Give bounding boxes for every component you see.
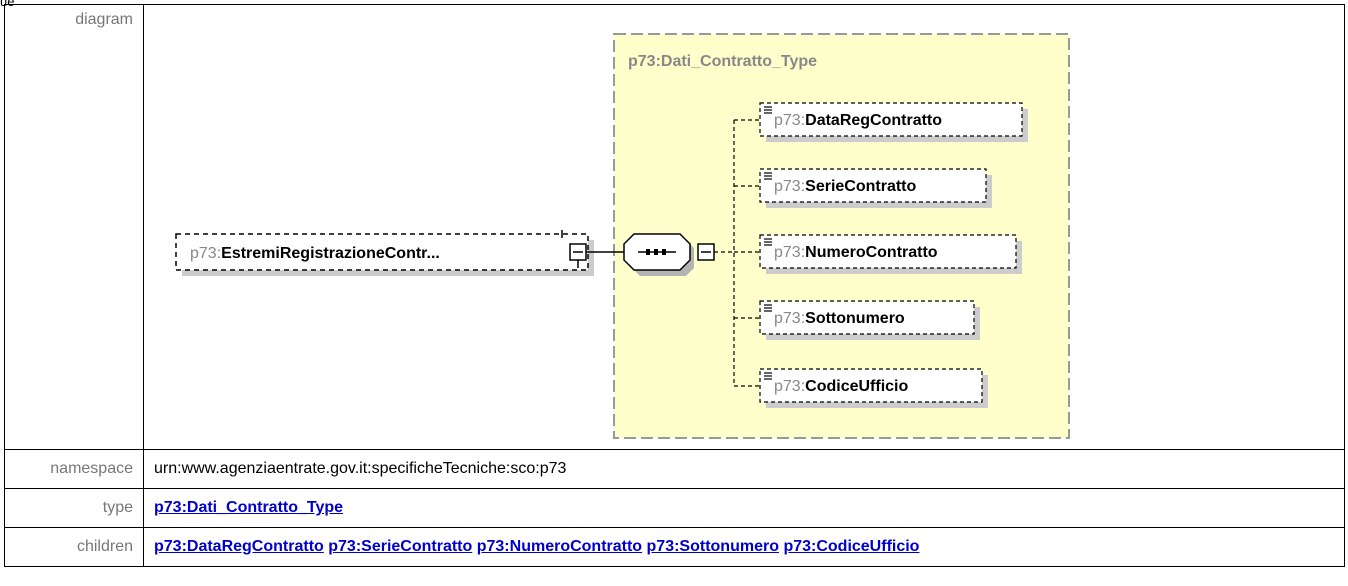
type-link[interactable]: p73:Dati_Contratto_Type	[154, 499, 344, 516]
child-box[interactable]	[759, 167, 987, 203]
child-link[interactable]: p73:Sottonumero	[646, 538, 779, 555]
child-box[interactable]	[759, 299, 975, 335]
child-prefix: p73:	[774, 310, 805, 327]
schema-diagram: p73:Dati_Contratto_Type p73:EstremiRegis…	[175, 32, 1070, 439]
sequence-dot-2	[654, 248, 658, 255]
children-label: children	[4, 527, 144, 567]
child-label[interactable]: p73:DataRegContratto	[774, 112, 942, 129]
child-element-codiceufficio[interactable]: p73:CodiceUfficio	[759, 367, 988, 408]
root-element-box[interactable]	[175, 232, 589, 271]
child-label[interactable]: p73:Sottonumero	[774, 310, 905, 327]
sequence-dot-3	[662, 248, 666, 255]
child-label[interactable]: p73:SerieContratto	[774, 178, 916, 195]
diagram-cell: p73:Dati_Contratto_Type p73:EstremiRegis…	[143, 4, 1345, 450]
doc-lines-icon	[764, 303, 772, 312]
child-name: CodiceUfficio	[805, 378, 908, 395]
doc-lines-icon	[764, 105, 772, 114]
child-box[interactable]	[759, 233, 1017, 269]
type-row: type p73:Dati_Contratto_Type	[4, 488, 1345, 528]
child-connectors	[714, 118, 760, 387]
namespace-label: namespace	[4, 449, 144, 489]
children-row: children p73:DataRegContratto p73:SerieC…	[4, 527, 1345, 567]
child-prefix: p73:	[774, 244, 805, 261]
child-link[interactable]: p73:NumeroContratto	[476, 538, 643, 555]
child-box[interactable]	[759, 101, 1023, 137]
child-element-numero[interactable]: p73:NumeroContratto	[759, 233, 1022, 274]
root-element-name: EstremiRegistrazioneContr...	[221, 245, 440, 262]
child-link[interactable]: p73:CodiceUfficio	[783, 538, 920, 555]
schema-doc-table: diagram p73:Dati_Contratto_Type p73:Estr…	[4, 4, 1345, 567]
child-name: DataRegContratto	[805, 112, 942, 129]
child-name: SerieContratto	[805, 178, 916, 195]
doc-lines-icon	[764, 171, 772, 180]
child-box[interactable]	[759, 367, 983, 403]
child-element-sottonumero[interactable]: p73:Sottonumero	[759, 299, 980, 340]
namespace-value: urn:www.agenziaentrate.gov.it:specifiche…	[143, 449, 1345, 489]
diagram-label: diagram	[4, 4, 144, 450]
child-name: Sottonumero	[805, 310, 905, 327]
type-label: type	[4, 488, 144, 528]
namespace-row: namespace urn:www.agenziaentrate.gov.it:…	[4, 449, 1345, 489]
child-element-serie[interactable]: p73:SerieContratto	[759, 167, 992, 208]
child-link[interactable]: p73:DataRegContratto	[154, 538, 324, 555]
child-label[interactable]: p73:NumeroContratto	[774, 244, 938, 261]
doc-lines-icon	[764, 371, 772, 380]
complex-type-title: p73:Dati_Contratto_Type	[628, 53, 817, 70]
sequence-dot-1	[646, 248, 650, 255]
child-prefix: p73:	[774, 178, 805, 195]
child-name: NumeroContratto	[805, 244, 938, 261]
children-links: p73:DataRegContratto p73:SerieContratto …	[143, 527, 1345, 567]
child-label[interactable]: p73:CodiceUfficio	[774, 378, 908, 395]
root-element-label[interactable]: p73:EstremiRegistrazioneContr...	[190, 245, 440, 262]
child-element-datareg[interactable]: p73:DataRegContratto	[759, 101, 1028, 142]
doc-lines-icon	[764, 237, 772, 246]
child-prefix: p73:	[774, 112, 805, 129]
child-link[interactable]: p73:SerieContratto	[328, 538, 473, 555]
diagram-row: diagram p73:Dati_Contratto_Type p73:Estr…	[4, 4, 1345, 450]
child-prefix: p73:	[774, 378, 805, 395]
root-element-prefix: p73:	[190, 245, 221, 262]
